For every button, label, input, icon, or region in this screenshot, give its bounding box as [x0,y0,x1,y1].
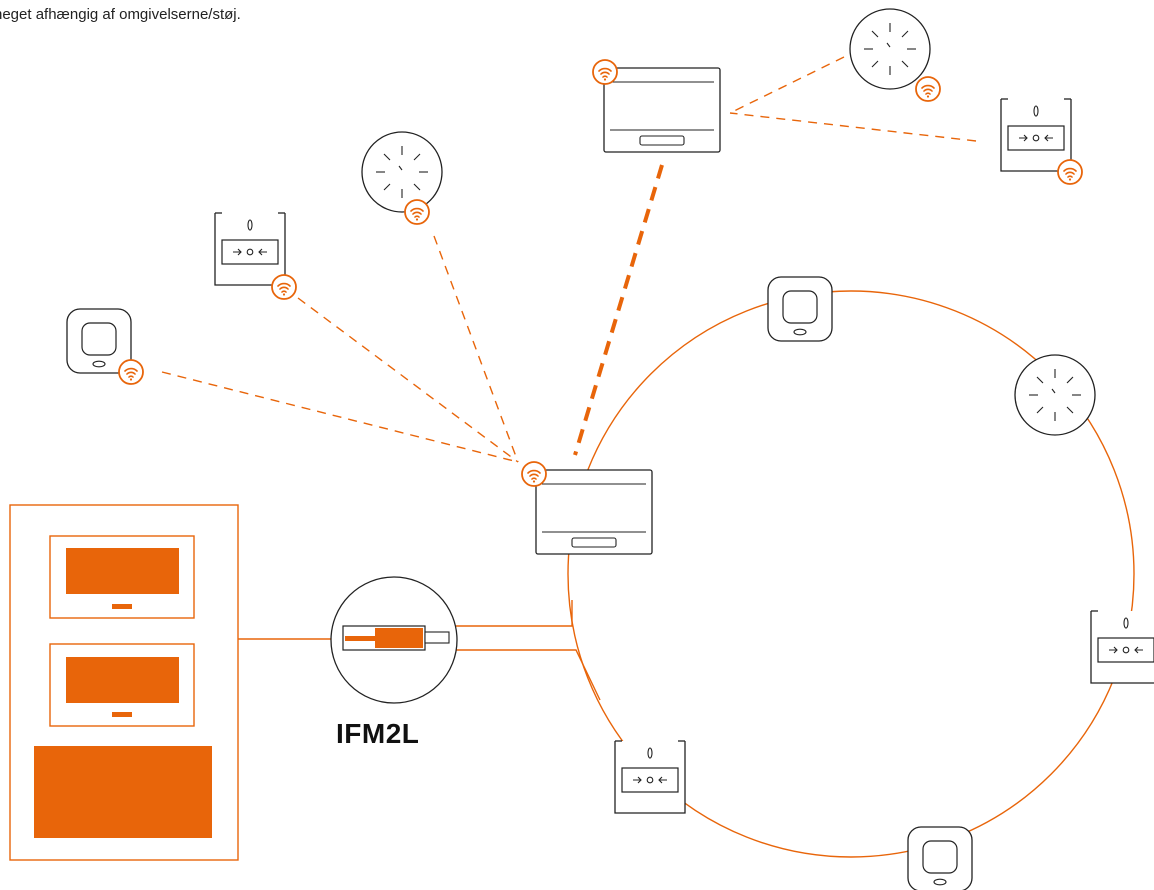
sounder-icon [767,276,833,342]
wireless-link-mcp [297,297,519,463]
ifm2l-label: IFM2L [336,718,420,749]
smoke-detector-icon [361,131,443,213]
manual-call-point-icon [1000,98,1072,172]
caption-text: neget afhængig af omgivelserne/støj. [0,6,241,23]
smoke-detector-icon [1014,354,1096,436]
wireless-link-remote-mcp [729,112,977,142]
connection-line-loop-top [456,600,573,627]
wireless-link-smoke [433,235,519,463]
ifm2l-converter-icon [330,576,458,704]
wifi-icon [592,59,618,85]
wifi-icon [404,199,430,225]
manual-call-point-icon [614,740,686,814]
wireless-backbone-link [573,164,664,456]
wifi-icon [1057,159,1083,185]
loop-circle [567,290,1135,858]
wifi-icon [271,274,297,300]
connection-line-loop-bottom [456,649,601,701]
server-block [34,746,212,838]
control-panel-icon [603,67,721,153]
smoke-detector-icon [849,8,931,90]
wireless-link-remote-smoke [729,56,845,114]
wifi-icon [118,359,144,385]
control-panel-icon [535,469,653,555]
manual-call-point-icon [214,212,286,286]
wireless-link-sounder [161,371,519,463]
wifi-icon [915,76,941,102]
manual-call-point-icon [1090,610,1154,684]
wifi-icon [521,461,547,487]
sounder-icon [907,826,973,890]
